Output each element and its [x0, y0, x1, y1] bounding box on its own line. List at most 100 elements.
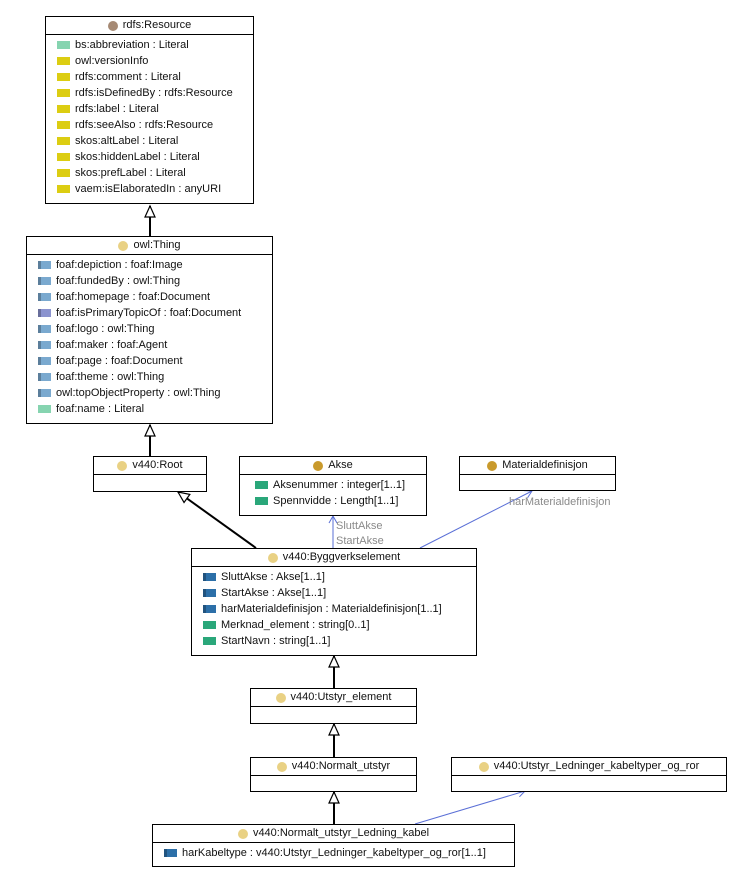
class-dot-icon [313, 460, 324, 471]
object_property_alt-icon [38, 309, 51, 317]
attribute-row[interactable]: rdfs:label : Literal [57, 101, 253, 117]
attribute-row[interactable]: foaf:theme : owl:Thing [38, 369, 272, 385]
attribute-label: owl:topObjectProperty : owl:Thing [56, 387, 221, 399]
class-dot-icon [118, 240, 129, 251]
annotation-icon [57, 185, 70, 193]
attribute-label: rdfs:comment : Literal [75, 71, 181, 83]
annotation-icon [57, 121, 70, 129]
attribute-row[interactable]: rdfs:seeAlso : rdfs:Resource [57, 117, 253, 133]
empty-attribute-section [452, 776, 726, 792]
annotation-icon [57, 105, 70, 113]
attribute-row[interactable]: rdfs:isDefinedBy : rdfs:Resource [57, 85, 253, 101]
class-v440-utstyr-element[interactable]: v440:Utstyr_element [250, 688, 417, 724]
attribute-label: foaf:theme : owl:Thing [56, 371, 165, 383]
datatype_attr-icon [255, 497, 268, 505]
association-ledning-kabel-to-utstyr-ledninger [414, 788, 526, 825]
class-dot-icon [117, 460, 128, 471]
class-dot-icon [237, 828, 248, 839]
object_property-icon [38, 293, 51, 301]
attribute-row[interactable]: Spennvidde : Length[1..1] [255, 493, 426, 509]
attribute-row[interactable]: foaf:isPrimaryTopicOf : foaf:Document [38, 305, 272, 321]
attribute-row[interactable]: foaf:depiction : foaf:Image [38, 257, 272, 273]
attribute-label: skos:hiddenLabel : Literal [75, 151, 200, 163]
annotation-icon [57, 169, 70, 177]
attribute-label: SluttAkse : Akse[1..1] [221, 571, 325, 583]
attribute-list: foaf:depiction : foaf:Image foaf:fundedBy… [27, 255, 272, 419]
attribute-row[interactable]: foaf:name : Literal [38, 401, 272, 417]
object_property-icon [38, 373, 51, 381]
attribute-list: Aksenummer : integer[1..1] Spennvidde : L… [240, 475, 426, 511]
class-title: v440:Utstyr_Ledninger_kabeltyper_og_ror [452, 758, 726, 776]
datatype_attr-icon [255, 481, 268, 489]
object_property-icon [38, 357, 51, 365]
attribute-row[interactable]: Aksenummer : integer[1..1] [255, 477, 426, 493]
class-materialdefinisjon[interactable]: Materialdefinisjon [459, 456, 616, 491]
class-dot-icon [275, 692, 286, 703]
class-title: owl:Thing [27, 237, 272, 255]
annotation-icon [57, 137, 70, 145]
annotation-icon [57, 57, 70, 65]
attribute-row[interactable]: foaf:maker : foaf:Agent [38, 337, 272, 353]
class-dot-icon [267, 552, 278, 563]
class-dot-icon [107, 20, 118, 31]
attribute-label: Aksenummer : integer[1..1] [273, 479, 406, 491]
attribute-label: foaf:logo : owl:Thing [56, 323, 155, 335]
annotation-icon [57, 89, 70, 97]
class-v440-utstyr-ledninger-kabeltyper-og-ror[interactable]: v440:Utstyr_Ledninger_kabeltyper_og_ror [451, 757, 727, 792]
attribute-row[interactable]: foaf:logo : owl:Thing [38, 321, 272, 337]
attribute-row[interactable]: StartAkse : Akse[1..1] [203, 585, 476, 601]
attribute-row[interactable]: harKabeltype : v440:Utstyr_Ledninger_kab… [164, 845, 514, 861]
attribute-row[interactable]: foaf:homepage : foaf:Document [38, 289, 272, 305]
attribute-label: skos:prefLabel : Literal [75, 167, 186, 179]
attribute-row[interactable]: skos:altLabel : Literal [57, 133, 253, 149]
empty-attribute-section [94, 475, 206, 491]
attribute-row[interactable]: owl:versionInfo [57, 53, 253, 69]
class-title: v440:Root [94, 457, 206, 475]
class-title: v440:Utstyr_element [251, 689, 416, 707]
attribute-row[interactable]: foaf:fundedBy : owl:Thing [38, 273, 272, 289]
empty-attribute-section [251, 707, 416, 723]
attribute-label: foaf:isPrimaryTopicOf : foaf:Document [56, 307, 242, 319]
attribute-list: harKabeltype : v440:Utstyr_Ledninger_kab… [153, 843, 514, 863]
class-v440-normalt-utstyr-ledning-kabel[interactable]: v440:Normalt_utstyr_Ledning_kabel harKab… [152, 824, 515, 867]
class-title: v440:Normalt_utstyr [251, 758, 416, 776]
attribute-label: StartNavn : string[1..1] [221, 635, 331, 647]
attribute-row[interactable]: harMaterialdefinisjon : Materialdefinisj… [203, 601, 476, 617]
datatype_attr-icon [203, 621, 216, 629]
inheritance-byggverkselement-to-root [176, 491, 257, 549]
attribute-list: bs:abbreviation : Literal owl:versionInfo… [46, 35, 253, 199]
attribute-label: Spennvidde : Length[1..1] [273, 495, 399, 507]
dark_object_property-icon [164, 849, 177, 857]
association-byggverkselement-to-materialdefinisjon [419, 490, 533, 549]
class-v440-root[interactable]: v440:Root [93, 456, 207, 492]
edge-label-har-materialdefinisjon: harMaterialdefinisjon [509, 496, 611, 508]
attribute-row[interactable]: skos:hiddenLabel : Literal [57, 149, 253, 165]
attribute-label: foaf:name : Literal [56, 403, 145, 415]
object_property-icon [38, 389, 51, 397]
attribute-label: foaf:depiction : foaf:Image [56, 259, 183, 271]
attribute-row[interactable]: vaem:isElaboratedIn : anyURI [57, 181, 253, 197]
object_property-icon [38, 261, 51, 269]
attribute-label: harMaterialdefinisjon : Materialdefinisj… [221, 603, 442, 615]
attribute-label: StartAkse : Akse[1..1] [221, 587, 327, 599]
attribute-row[interactable]: foaf:page : foaf:Document [38, 353, 272, 369]
class-title: v440:Byggverkselement [192, 549, 476, 567]
class-title: v440:Normalt_utstyr_Ledning_kabel [153, 825, 514, 843]
class-akse[interactable]: Akse Aksenummer : integer[1..1]Spennvidd… [239, 456, 427, 516]
attribute-label: owl:versionInfo [75, 55, 149, 67]
edge-label-start-akse: StartAkse [336, 535, 384, 547]
attribute-row[interactable]: rdfs:comment : Literal [57, 69, 253, 85]
attribute-row[interactable]: owl:topObjectProperty : owl:Thing [38, 385, 272, 401]
attribute-row[interactable]: bs:abbreviation : Literal [57, 37, 253, 53]
attribute-row[interactable]: StartNavn : string[1..1] [203, 633, 476, 649]
attribute-row[interactable]: skos:prefLabel : Literal [57, 165, 253, 181]
attribute-row[interactable]: Merknad_element : string[0..1] [203, 617, 476, 633]
class-v440-normalt-utstyr[interactable]: v440:Normalt_utstyr [250, 757, 417, 792]
class-v440-byggverkselement[interactable]: v440:Byggverkselement SluttAkse : Akse[1… [191, 548, 477, 656]
attribute-label: harKabeltype : v440:Utstyr_Ledninger_kab… [182, 847, 486, 859]
dark_object_property-icon [203, 573, 216, 581]
attribute-row[interactable]: SluttAkse : Akse[1..1] [203, 569, 476, 585]
